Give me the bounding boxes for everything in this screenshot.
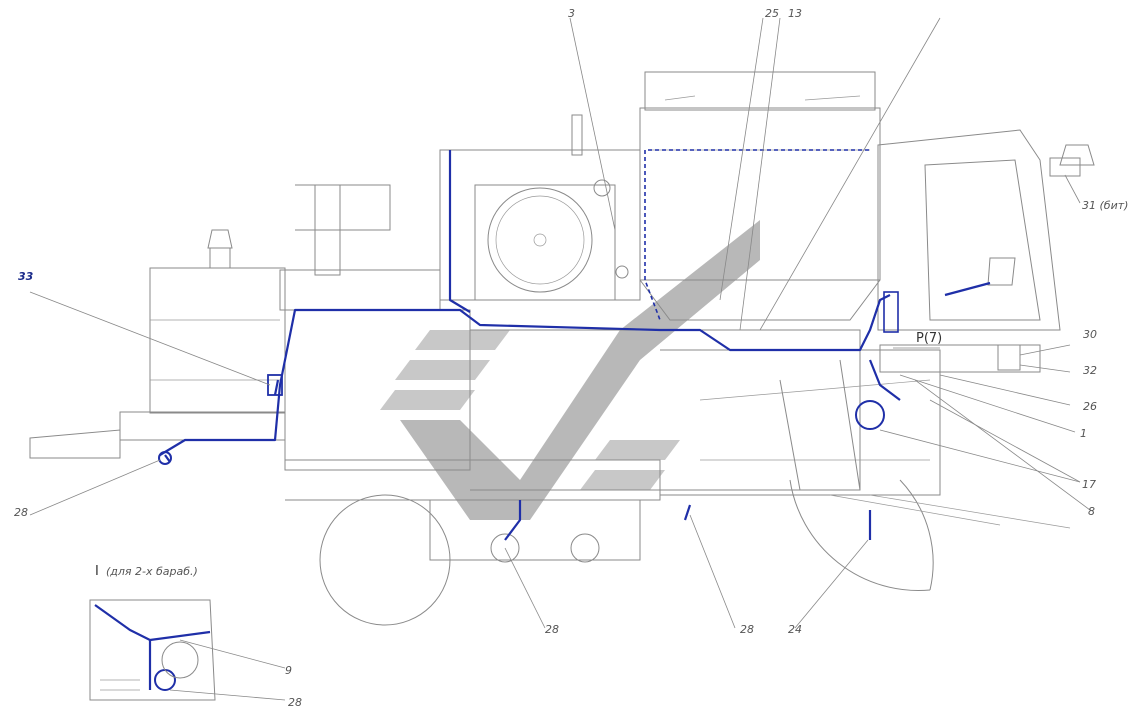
callout-33: 33	[18, 270, 34, 283]
callout-1: 1	[1080, 427, 1087, 440]
watermark-logo	[380, 220, 760, 520]
callout-17: 17	[1082, 478, 1096, 491]
sensor-28-front	[158, 451, 172, 465]
leader-lines	[29, 17, 1091, 701]
callout-labels: 3 25 13 33 31 (бит) 30 32 26 1 17 8 28 2…	[14, 7, 1128, 709]
callout-24: 24	[788, 623, 802, 636]
callout-28-rear: 28	[740, 623, 754, 636]
callout-8: 8	[1088, 505, 1095, 518]
callout-25: 25	[765, 7, 779, 20]
inset-two-drum	[89, 599, 216, 701]
inset-title-numeral: I	[95, 564, 99, 579]
combine-outline	[29, 71, 1095, 626]
callout-26: 26	[1083, 400, 1097, 413]
fuse-block	[883, 291, 899, 333]
callout-28-front: 28	[14, 506, 28, 519]
callout-28-inset: 28	[288, 696, 302, 709]
callout-13: 13	[788, 7, 802, 20]
callout-p7: P(7)	[916, 331, 942, 346]
callout-30: 30	[1083, 328, 1097, 341]
callout-32: 32	[1083, 364, 1097, 377]
callout-31-beacon: 31 (бит)	[1082, 199, 1128, 212]
callout-28-mid: 28	[545, 623, 559, 636]
inset-title-text: (для 2-х бараб.)	[106, 565, 198, 578]
wiring-harness	[158, 149, 991, 541]
callout-9: 9	[285, 664, 292, 677]
sensor-17	[855, 400, 885, 430]
connector-box-33	[267, 374, 283, 396]
callout-3: 3	[568, 7, 575, 20]
